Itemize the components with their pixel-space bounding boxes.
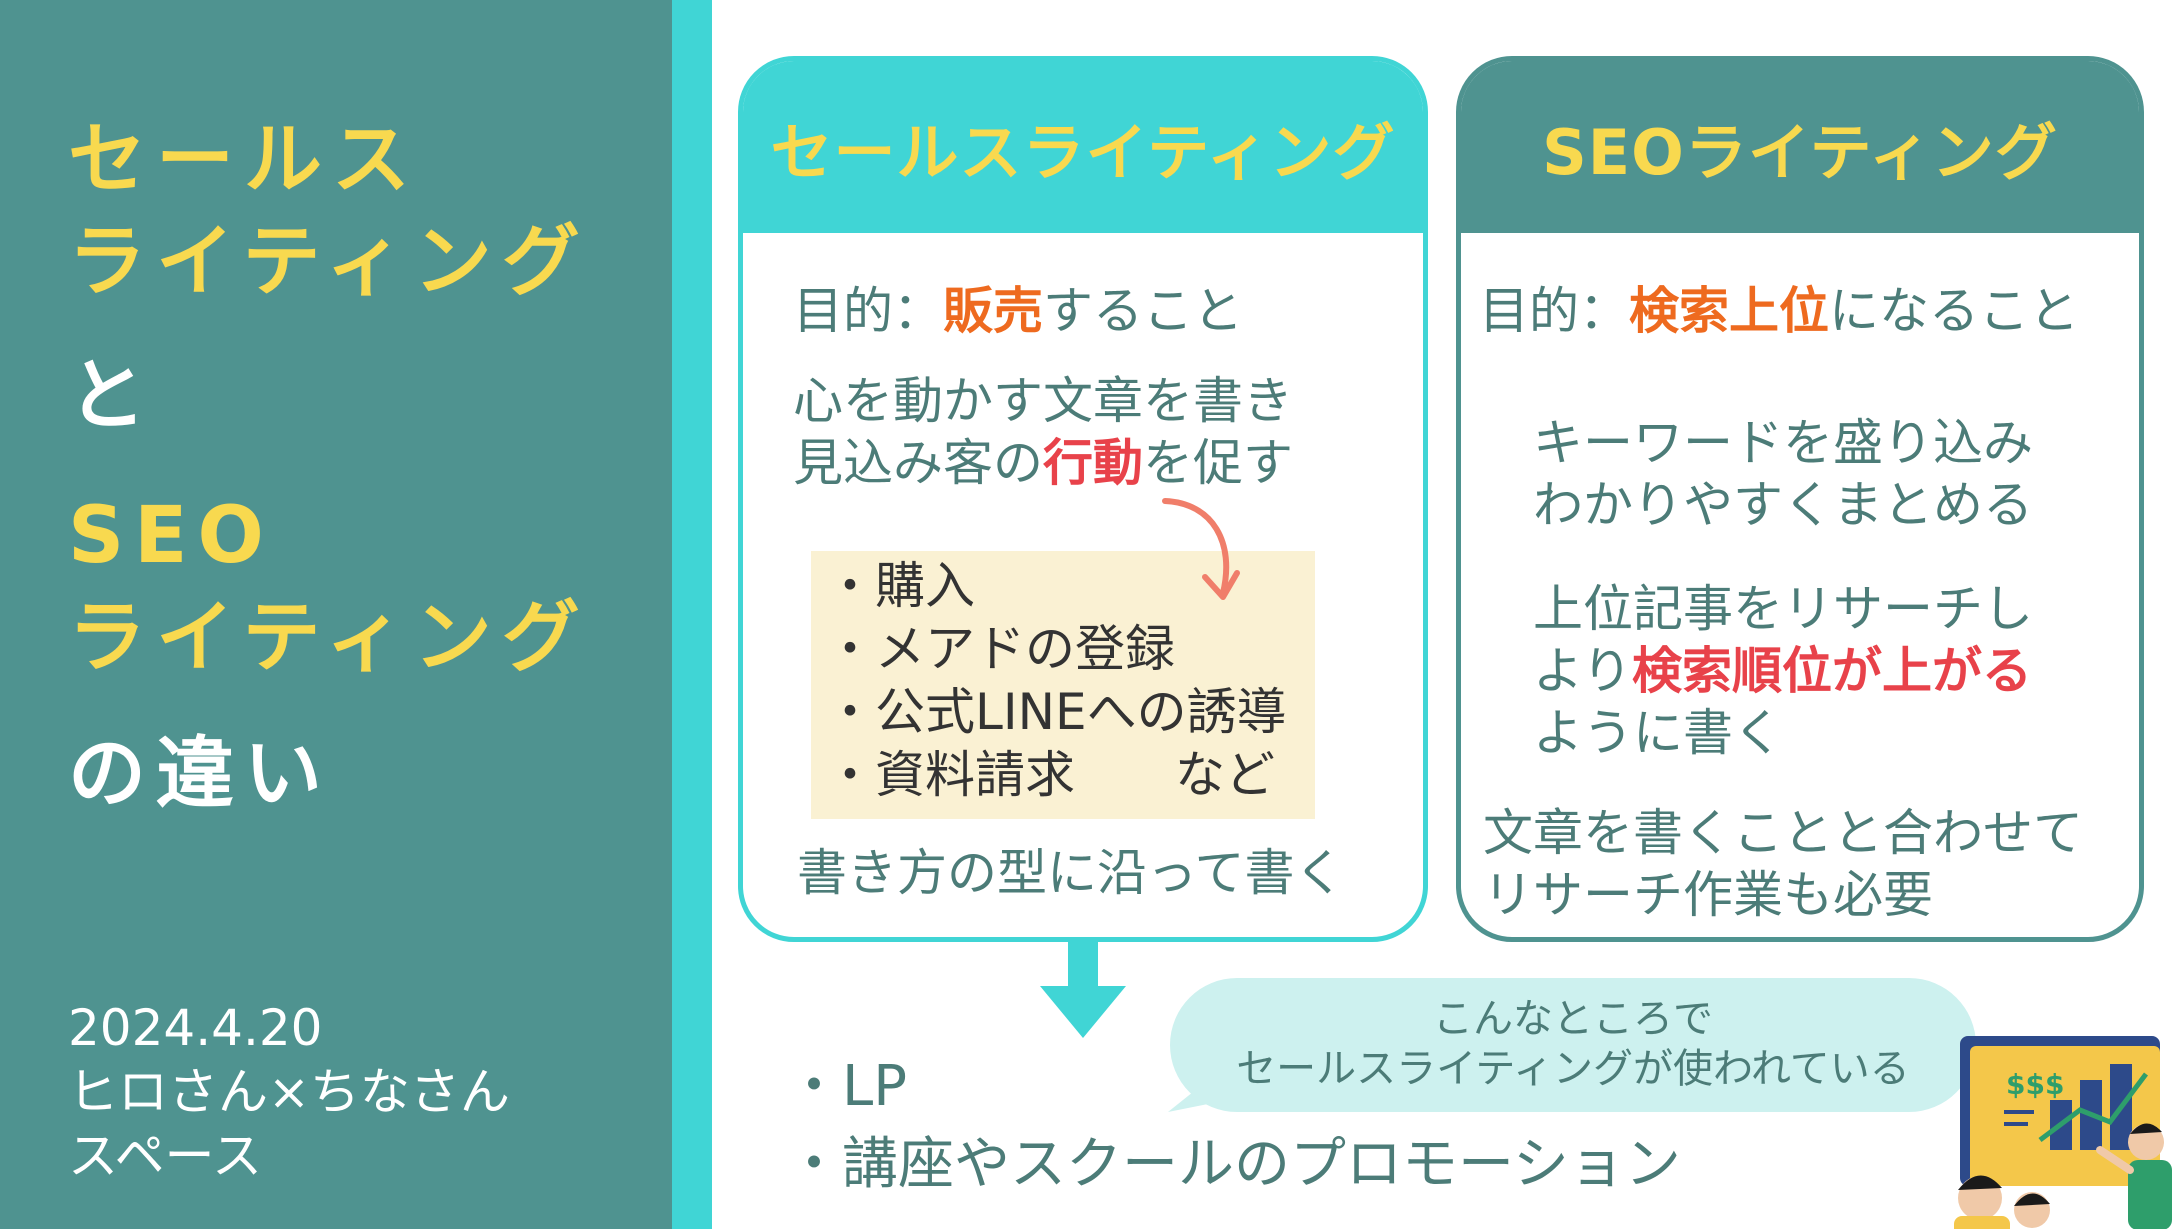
usage-list: ・LP ・講座やスクールのプロモーション — [786, 1048, 1681, 1204]
down-arrow-icon — [1040, 942, 1126, 1038]
seo-point2-line1: 上位記事をリサーチし — [1533, 580, 2033, 638]
action-list: ・購入 ・メアドの登録 ・公式LINEへの誘導 ・資料請求 など — [825, 555, 1287, 807]
title-line-seo: SEO — [68, 491, 274, 581]
bubble-line1: こんなところで — [1433, 996, 1713, 1042]
seo-point2-line2: より検索順位が上がる — [1533, 639, 2032, 703]
desc-prefix: 見込み客の — [793, 434, 1043, 492]
usage-item: ・講座やスクールのプロモーション — [786, 1132, 1681, 1197]
title-line-writing-2: ライティング — [68, 593, 590, 683]
purpose-highlight: 販売 — [943, 282, 1043, 340]
action-item: ・メアドの登録 — [825, 620, 1175, 678]
illustration-sign: $$$ — [2006, 1068, 2064, 1101]
title-line-writing-1: ライティング — [68, 217, 590, 307]
seo-point2-line3: ように書く — [1533, 704, 1783, 762]
usage-speech-bubble: こんなところで セールスライティングが使われている — [1170, 978, 1976, 1112]
seo-purpose: 目的：検索上位になること — [1479, 279, 2079, 343]
sales-writing-card: セールスライティング 目的：販売すること 心を動かす文章を書き 見込み客の行動を… — [738, 56, 1428, 942]
seo-footer-line2: リサーチ作業も必要 — [1483, 866, 1933, 924]
desc-highlight: 行動 — [1043, 434, 1143, 492]
seo-footer-line1: 文章を書くことと合わせて — [1483, 804, 2083, 862]
event-info: 2024.4.20 ヒロさん×ちなさん スペース — [68, 996, 510, 1188]
purpose-label: 目的： — [793, 282, 943, 340]
usage-item: ・LP — [786, 1054, 907, 1119]
title-line-difference: の違い — [68, 729, 333, 819]
left-panel: セールス ライティング と SEO ライティング の違い 2024.4.20 ヒ… — [0, 0, 672, 1229]
purpose-highlight: 検索上位 — [1629, 282, 1829, 340]
event-hosts: ヒロさん×ちなさん — [68, 1063, 510, 1121]
action-examples-box: ・購入 ・メアドの登録 ・公式LINEへの誘導 ・資料請求 など — [811, 551, 1315, 819]
title-line-and: と — [68, 351, 157, 441]
action-item: ・公式LINEへの誘導 — [825, 683, 1287, 741]
point2-prefix: より — [1533, 642, 1632, 700]
purpose-label: 目的： — [1479, 282, 1629, 340]
action-item: ・購入 — [825, 557, 975, 615]
presentation-illustration-icon: $$$ — [1954, 1036, 2172, 1229]
sales-footer: 書き方の型に沿って書く — [797, 844, 1345, 902]
accent-stripe — [672, 0, 712, 1229]
desc-suffix: を促す — [1143, 434, 1293, 492]
title-line-sales: セールス — [68, 115, 421, 205]
event-date: 2024.4.20 — [68, 999, 323, 1057]
point2-highlight: 検索順位が上がる — [1632, 642, 2032, 700]
seo-writing-card: SEOライティング 目的：検索上位になること キーワードを盛り込み わかりやすく… — [1456, 56, 2144, 942]
action-item: ・資料請求 など — [825, 746, 1275, 804]
curved-arrow-icon — [1162, 498, 1240, 600]
sales-card-title: セールスライティング — [743, 61, 1423, 233]
sales-purpose: 目的：販売すること — [793, 279, 1243, 343]
event-space: スペース — [68, 1127, 262, 1185]
purpose-suffix: になること — [1829, 282, 2079, 340]
seo-point1-line2: わかりやすくまとめる — [1533, 476, 2033, 534]
bubble-line2: セールスライティングが使われている — [1236, 1046, 1910, 1092]
sales-desc-line2: 見込み客の行動を促す — [793, 431, 1293, 495]
purpose-suffix: すること — [1043, 282, 1243, 340]
seo-card-title: SEOライティング — [1461, 61, 2139, 233]
seo-point1-line1: キーワードを盛り込み — [1533, 414, 2033, 472]
sales-desc-line1: 心を動かす文章を書き — [793, 372, 1293, 430]
